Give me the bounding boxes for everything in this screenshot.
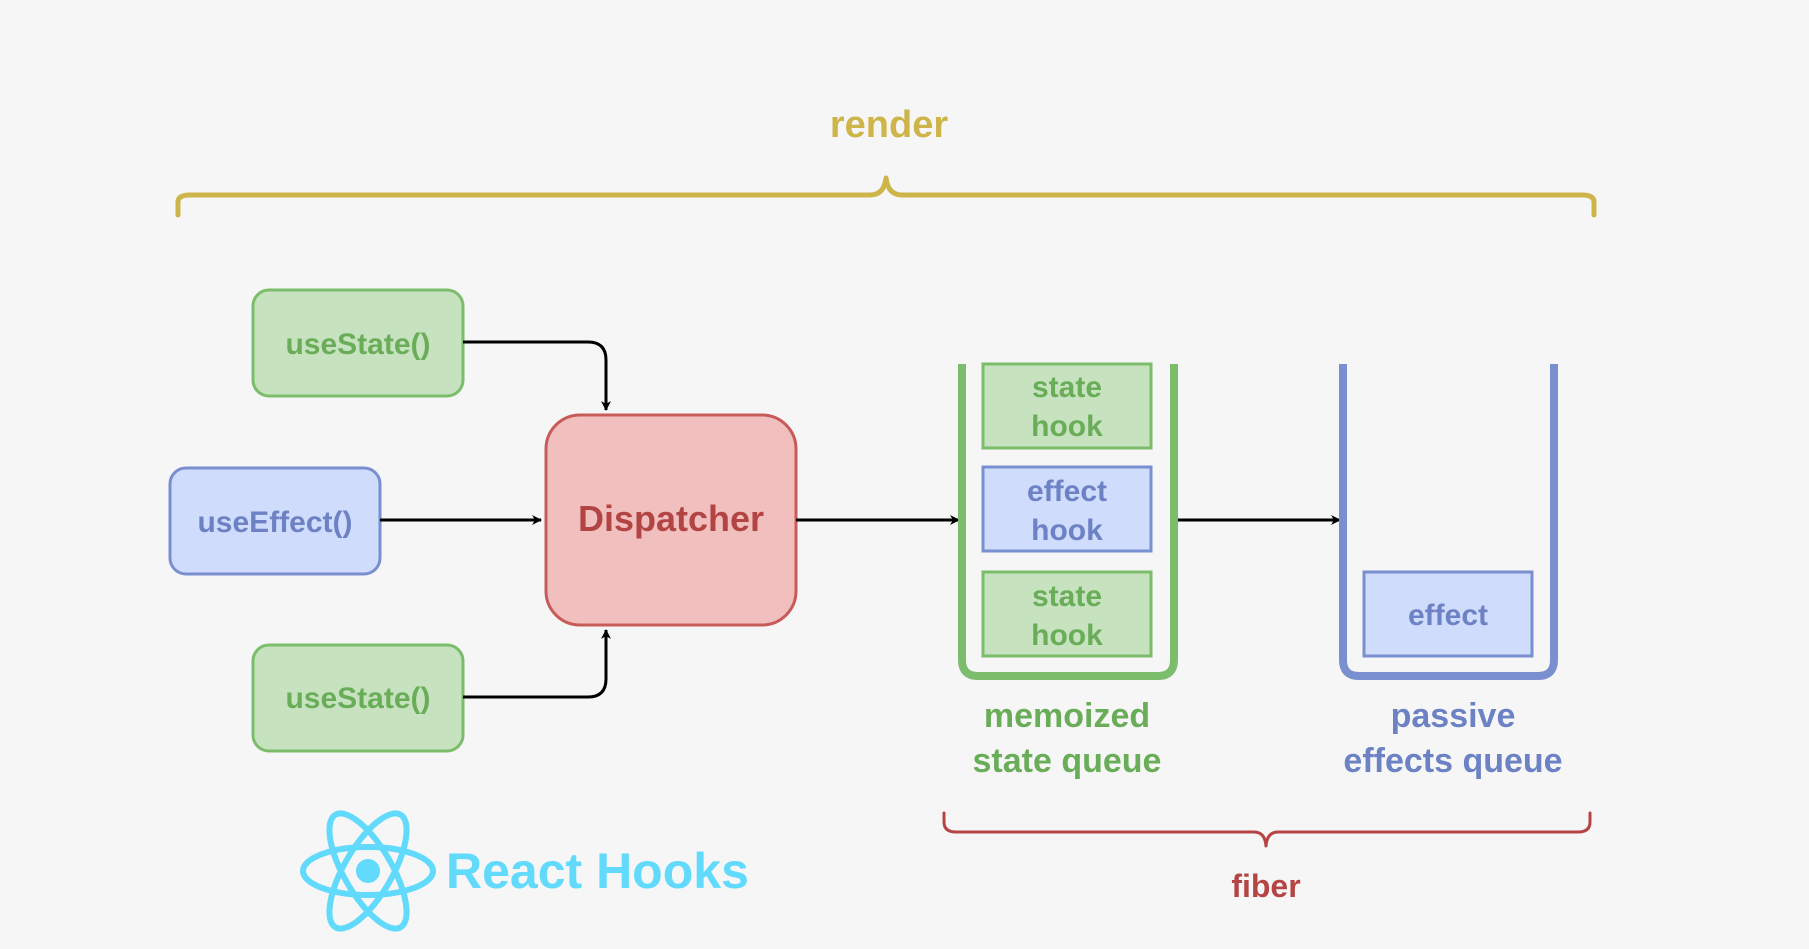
usestate-top-label: useState() [285,328,430,361]
arrow-usestate-bottom-to-dispatcher [463,629,611,699]
state-queue-item-3-line1: state [1032,580,1102,613]
state-queue-item-2-line1: effect [1027,475,1107,508]
state-queue-caption-line1: memoized [984,697,1150,735]
render-label: render [830,104,948,146]
render-brace [175,175,1597,218]
react-atom-icon [300,810,436,932]
state-queue-item-1-line1: state [1032,371,1102,404]
state-queue-item-1-line2: hook [1031,410,1103,443]
dispatcher-label: Dispatcher [578,498,764,539]
useeffect-box: useEffect() [168,466,382,576]
state-queue-item-2: effect hook [981,465,1153,553]
state-queue-item-3-line2: hook [1031,619,1103,652]
arrow-usestate-top-to-dispatcher [463,340,611,411]
state-queue-container [958,364,1178,680]
useeffect-label: useEffect() [197,506,352,539]
state-queue-item-1: state hook [981,362,1153,450]
effects-queue-item-label: effect [1408,599,1488,632]
effects-queue-item: effect [1362,570,1534,658]
state-queue-caption-line2: state queue [973,742,1162,780]
fiber-label: fiber [1231,868,1300,904]
dispatcher-box: Dispatcher [544,413,798,627]
state-queue-item-3: state hook [981,570,1153,658]
usestate-box-top: useState() [251,288,465,398]
effects-queue-caption-line1: passive [1391,697,1516,735]
effects-queue-caption-line2: effects queue [1343,742,1562,780]
state-queue-item-2-line2: hook [1031,514,1103,547]
fiber-brace [942,811,1592,848]
usestate-bottom-label: useState() [285,682,430,715]
react-hooks-logo-text: React Hooks [446,843,749,899]
usestate-box-bottom: useState() [251,643,465,753]
effects-queue-container [1339,364,1558,680]
